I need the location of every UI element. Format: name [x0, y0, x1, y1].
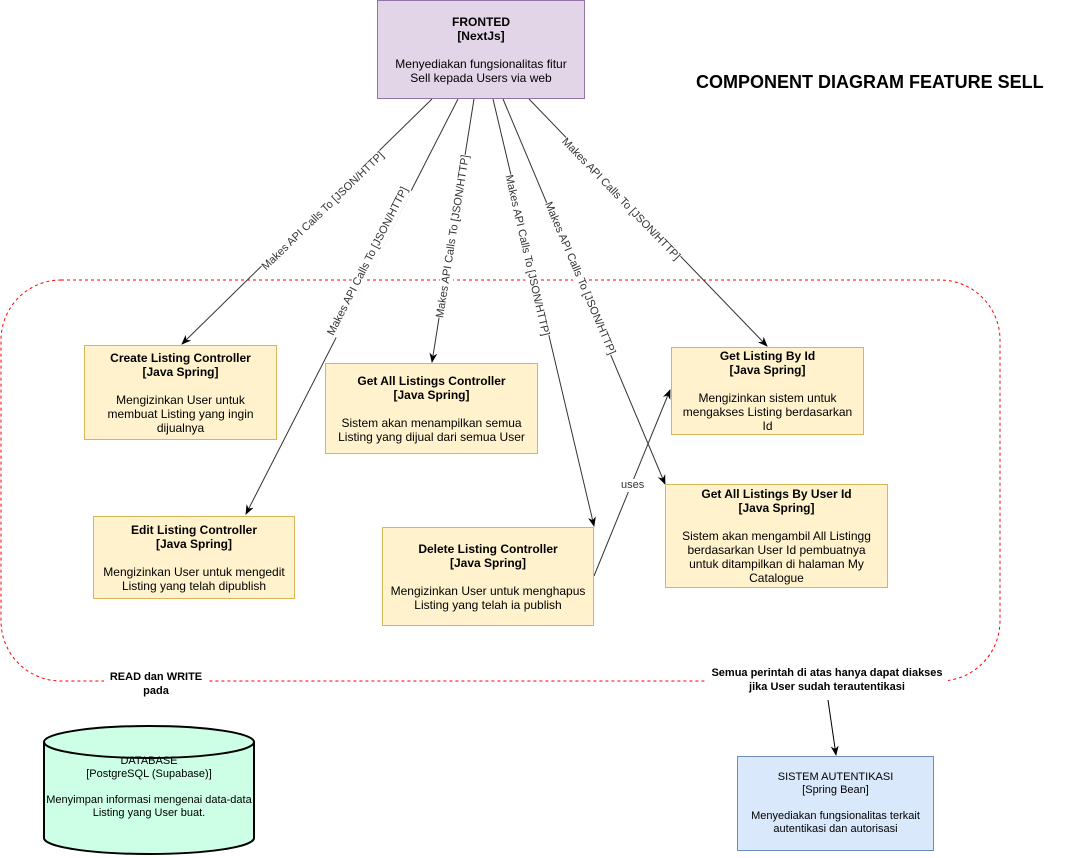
delete-desc: Mengizinkan User untuk menghapus Listing… — [390, 583, 586, 612]
get-listing-by-id[interactable]: Get Listing By Id [Java Spring] Mengizin… — [671, 347, 864, 435]
get-by-id-tech: [Java Spring] — [729, 363, 806, 377]
get-by-user-name: Get All Listings By User Id — [701, 487, 852, 501]
delete-tech: [Java Spring] — [449, 555, 527, 570]
delete-listing-controller[interactable]: Delete Listing Controller [Java Spring] … — [382, 527, 594, 626]
frontend-node[interactable]: FRONTED [NextJs] Menyediakan fungsionali… — [377, 0, 585, 99]
read-write-note: READ dan WRITE pada — [104, 670, 208, 698]
edge-note-auth — [827, 699, 839, 756]
create-tech: [Java Spring] — [142, 364, 219, 379]
auth-tech: [Spring Bean] — [802, 784, 869, 796]
create-desc: Mengizinkan User untuk membuat Listing y… — [107, 392, 254, 435]
database-cylinder — [43, 725, 255, 855]
auth-requirement-note: Semua perintah di atas hanya dapat diaks… — [706, 666, 948, 694]
get-all-listings-controller[interactable]: Get All Listings Controller [Java Spring… — [325, 363, 538, 454]
create-name: Create Listing Controller — [110, 350, 251, 365]
delete-name: Delete Listing Controller — [418, 541, 558, 556]
database-name: DATABASE — [120, 755, 178, 767]
auth-desc: Menyediakan fungsionalitas terkait auten… — [751, 810, 920, 835]
edge-label-uses: uses — [621, 479, 645, 492]
database-node[interactable]: DATABASE [PostgreSQL (Supabase)] Menyimp… — [44, 755, 254, 820]
create-listing-controller[interactable]: Create Listing Controller [Java Spring] … — [84, 345, 277, 440]
frontend-desc: Menyediakan fungsionalitas fitur Sell ke… — [395, 56, 567, 85]
get-by-user-tech: [Java Spring] — [738, 501, 815, 515]
diagram-title: COMPONENT DIAGRAM FEATURE SELL — [696, 72, 1044, 92]
frontend-tech: [NextJs] — [457, 28, 505, 43]
get-all-listings-by-user-id[interactable]: Get All Listings By User Id [Java Spring… — [665, 484, 888, 588]
edit-tech: [Java Spring] — [155, 536, 233, 551]
get-by-user-desc: Sistem akan mengambil All Listingg berda… — [682, 529, 871, 585]
edit-desc: Mengizinkan User untuk mengedit Listing … — [103, 564, 285, 593]
get-by-id-name: Get Listing By Id — [719, 349, 816, 363]
get-all-desc: Sistem akan menampilkan semua Listing ya… — [338, 415, 525, 444]
auth-system-node[interactable]: SISTEM AUTENTIKASI [Spring Bean] Menyedi… — [737, 756, 934, 851]
database-tech: [PostgreSQL (Supabase)] — [86, 768, 212, 780]
frontend-name: FRONTED — [452, 14, 510, 29]
edit-listing-controller[interactable]: Edit Listing Controller [Java Spring] Me… — [93, 516, 295, 599]
edit-name: Edit Listing Controller — [131, 522, 257, 537]
system-boundary — [0, 279, 1001, 682]
get-all-tech: [Java Spring] — [393, 387, 470, 402]
database-desc: Menyimpan informasi mengenai data-data L… — [46, 794, 252, 819]
get-all-name: Get All Listings Controller — [357, 373, 506, 388]
get-by-id-desc: Mengizinkan sistem untuk mengakses Listi… — [682, 391, 853, 433]
auth-name: SISTEM AUTENTIKASI — [777, 771, 894, 783]
